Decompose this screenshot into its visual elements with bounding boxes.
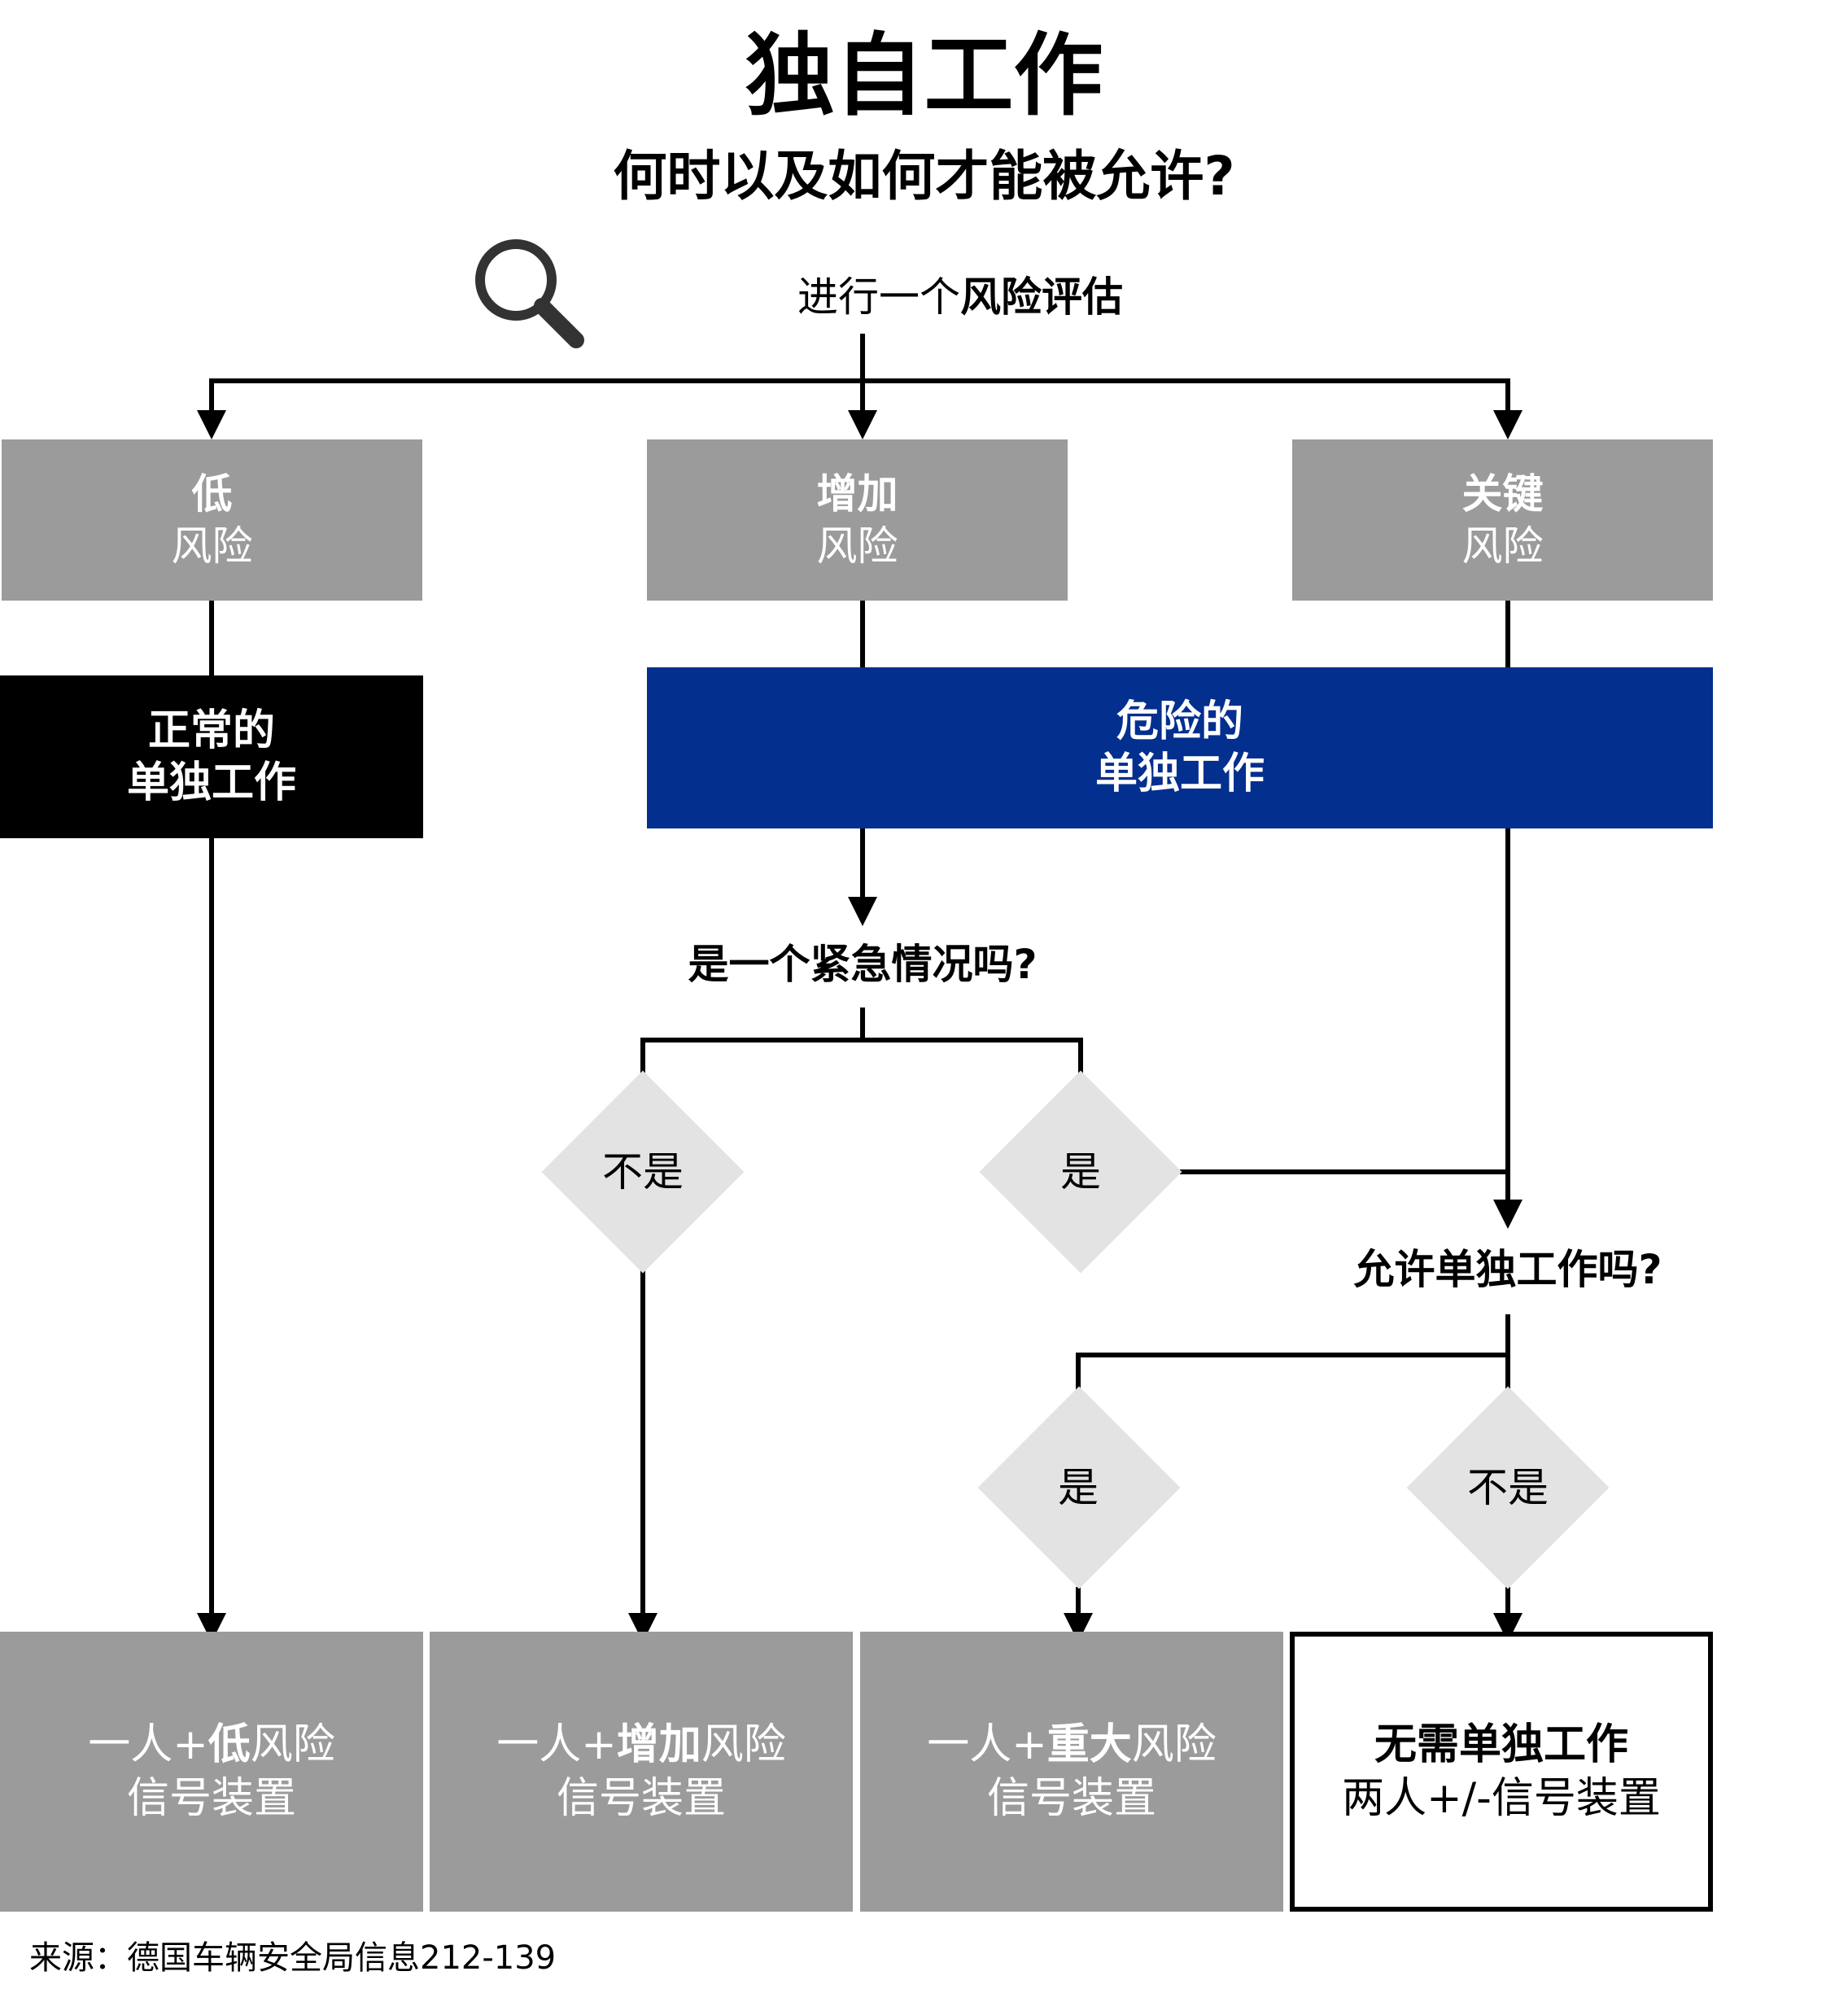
outcome-bold: 无需单独工作 [1374,1720,1628,1769]
outcome-line2: 信号装置 [556,1774,726,1823]
outcome-line2: 信号装置 [126,1774,296,1823]
allowed-question: 允许单独工作吗? [1353,1246,1662,1293]
risk-level-label: 关键 [1461,470,1544,518]
outcome-suffix: 风险 [1131,1720,1217,1769]
normal-lone-work-box: 正常的 单独工作 [0,675,423,838]
outcome-line2: 两人+/-信号装置 [1342,1774,1661,1823]
assessment-bold: 风险评估 [960,273,1123,321]
allowed-no-label: 不是 [1467,1464,1549,1511]
outcome-no-lone-work: 无需单独工作 两人+/-信号装置 [1290,1632,1713,1912]
outcome-line2: 信号装置 [986,1774,1156,1823]
danger-box-line2: 单独工作 [1094,750,1265,798]
emergency-yes-label: 是 [1060,1148,1101,1195]
page-subtitle: 何时以及如何才能被允许? [613,145,1235,208]
outcome-line1: 无需单独工作 [1374,1718,1628,1772]
allowed-yes-label: 是 [1058,1464,1099,1511]
outcome-major-risk: 一人+重大风险 信号装置 [860,1632,1283,1912]
magnifying-glass-icon [472,236,586,350]
outcome-bold: 重大 [1046,1720,1132,1769]
outcome-prefix: 一人+ [88,1720,208,1769]
assessment-prefix: 进行一个 [797,273,960,321]
danger-box-line1: 危险的 [1116,697,1243,746]
outcome-line1: 一人+增加风险 [496,1718,786,1772]
page-title: 独自工作 [745,24,1103,128]
outcome-suffix: 风险 [701,1720,786,1769]
risk-box-low: 低 风险 [2,439,422,601]
outcome-prefix: 一人+ [496,1720,617,1769]
risk-box-increased: 增加 风险 [647,439,1068,601]
outcome-bold: 增加 [616,1720,701,1769]
outcome-suffix: 风险 [250,1720,335,1769]
outcome-line1: 一人+重大风险 [927,1718,1217,1772]
source-note: 来源：德国车辆安全局信息212-139 [29,1939,557,1977]
risk-level-label: 增加 [816,470,898,518]
outcome-bold: 低 [208,1720,251,1769]
outcome-line1: 一人+低风险 [88,1718,335,1772]
risk-suffix-label: 风险 [1461,522,1544,570]
normal-box-line2: 单独工作 [126,758,296,807]
dangerous-lone-work-box: 危险的 单独工作 [647,667,1713,828]
outcome-increased-risk: 一人+增加风险 信号装置 [430,1632,853,1912]
risk-box-critical: 关键 风险 [1292,439,1713,601]
risk-assessment-label: 进行一个风险评估 [716,269,1204,326]
risk-suffix-label: 风险 [816,522,898,570]
emergency-question: 是一个紧急情况吗? [688,941,1038,988]
risk-suffix-label: 风险 [171,522,253,570]
outcome-prefix: 一人+ [927,1720,1047,1769]
normal-box-line1: 正常的 [147,706,275,755]
emergency-no-label: 不是 [602,1148,684,1195]
risk-level-label: 低 [191,470,233,518]
outcome-low-risk: 一人+低风险 信号装置 [0,1632,423,1912]
